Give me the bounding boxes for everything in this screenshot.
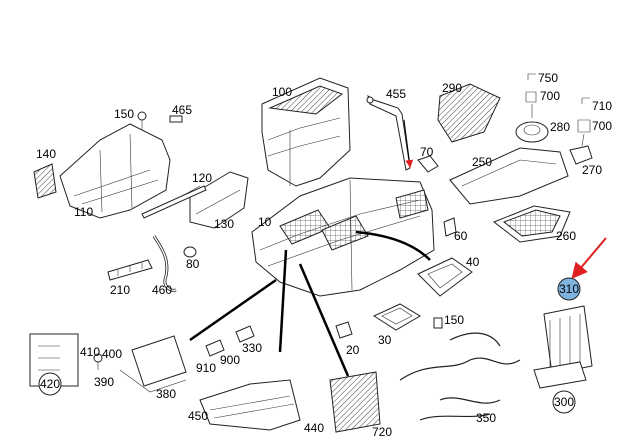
- callout-420-circled: 420: [38, 372, 62, 396]
- part-330-900-910-sensors: [205, 325, 255, 357]
- part-350-wiring-harness: [399, 332, 521, 421]
- callout-280: 280: [550, 120, 570, 134]
- part-290-filter: [437, 83, 501, 143]
- callout-720: 720: [372, 425, 392, 439]
- callout-700b: 700: [592, 119, 612, 133]
- callout-400: 400: [102, 347, 122, 361]
- part-150-465-fasteners: [137, 111, 183, 130]
- callout-130: 130: [214, 217, 234, 231]
- callout-250: 250: [472, 155, 492, 169]
- callout-750: 750: [538, 71, 558, 85]
- callout-300-circled: 300: [552, 390, 576, 414]
- callout-420: 420: [40, 377, 60, 391]
- part-100-air-distribution-housing: [261, 77, 351, 187]
- leader-lines: [189, 119, 431, 377]
- part-20-fitting: [335, 321, 353, 339]
- part-310-300-blower: [533, 305, 593, 389]
- callout-380: 380: [156, 387, 176, 401]
- part-30-seal: [372, 303, 421, 331]
- callout-465: 465: [172, 103, 192, 117]
- part-440-450-pipes: [199, 379, 301, 431]
- callout-60: 60: [454, 229, 468, 243]
- callout-20: 20: [346, 343, 360, 357]
- callout-210: 210: [110, 283, 130, 297]
- callout-30: 30: [378, 333, 392, 347]
- part-750-700-blower-motor-set: [515, 73, 549, 143]
- part-80-grommet: [183, 246, 197, 258]
- callout-260: 260: [556, 229, 576, 243]
- callout-440: 440: [304, 421, 324, 435]
- callout-150a: 150: [114, 107, 134, 121]
- callout-120: 120: [192, 171, 212, 185]
- callout-100: 100: [272, 85, 292, 99]
- callout-40: 40: [466, 255, 480, 269]
- callout-330: 330: [242, 341, 262, 355]
- highlight-arrow: [571, 237, 607, 280]
- callout-310: 310: [559, 282, 579, 296]
- callout-390: 390: [94, 375, 114, 389]
- part-40-gasket: [417, 257, 473, 297]
- callout-300: 300: [554, 395, 574, 409]
- part-70-bracket: [417, 155, 439, 173]
- part-60-clip: [443, 217, 457, 237]
- part-250-cover: [449, 147, 569, 205]
- part-460-hose: [152, 235, 177, 292]
- callout-310-highlighted: 310: [557, 277, 581, 301]
- callout-700a: 700: [540, 89, 560, 103]
- part-720-evaporator: [329, 371, 381, 433]
- callout-290: 290: [442, 81, 462, 95]
- part-260-tray: [492, 205, 571, 243]
- callout-910: 910: [196, 361, 216, 375]
- callout-270: 270: [582, 163, 602, 177]
- part-710-700-270-resistor-set: [569, 97, 593, 165]
- part-10-main-hvac-housing: [251, 177, 435, 297]
- callout-110: 110: [74, 205, 93, 219]
- callout-70: 70: [420, 145, 434, 159]
- part-455-rod: [366, 94, 411, 171]
- callout-900: 900: [220, 353, 240, 367]
- callout-350: 350: [476, 411, 496, 425]
- part-210-bracket: [107, 259, 153, 281]
- callout-710: 710: [592, 99, 612, 113]
- callout-410: 410: [80, 345, 100, 359]
- callout-140: 140: [36, 147, 56, 161]
- callout-labels: 100 455 290 750 700 710 700 280 150 465 …: [36, 71, 612, 439]
- callout-310-badge: [557, 277, 581, 301]
- part-150-small-clip: [433, 317, 443, 329]
- callout-10: 10: [258, 215, 272, 229]
- callout-80: 80: [186, 257, 200, 271]
- part-410-400-390-hardware: [93, 353, 103, 370]
- part-120-130-duct: [141, 171, 249, 229]
- callout-450: 450: [188, 409, 208, 423]
- callout-455: 455: [386, 87, 406, 101]
- part-140-110-duct: [33, 123, 171, 219]
- part-380-heater-core: [119, 335, 187, 393]
- callout-150b: 150: [444, 313, 464, 327]
- callout-460: 460: [152, 283, 172, 297]
